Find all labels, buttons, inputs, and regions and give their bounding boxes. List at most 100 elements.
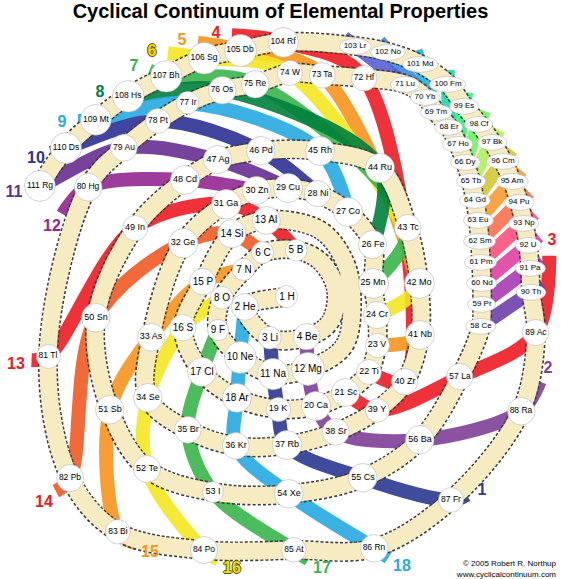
element-disc xyxy=(223,384,252,413)
element-label: 31 Ga xyxy=(214,199,239,209)
element-circle: 21 Sc xyxy=(331,378,360,407)
element-disc xyxy=(465,254,497,270)
element-circle: 5 B xyxy=(285,239,308,262)
element-disc xyxy=(273,431,302,460)
element-circle: 9 F xyxy=(207,319,229,341)
element-circle: 70 Yb xyxy=(410,89,441,106)
element-disc xyxy=(449,98,478,114)
element-disc xyxy=(36,344,60,368)
element-label: 95 Am xyxy=(501,177,524,186)
element-circle: 42 Mo xyxy=(404,268,435,299)
spiral-track-edge xyxy=(40,42,536,552)
element-disc xyxy=(274,174,303,203)
element-circle: 60 Nd xyxy=(466,275,497,292)
element-label: 65 Tb xyxy=(461,177,481,186)
element-disc xyxy=(211,287,234,310)
element-circle: 77 Ir xyxy=(176,91,199,114)
element-circle: 73 Ta xyxy=(309,62,336,89)
element-label: 16 S xyxy=(173,322,194,333)
element-disc xyxy=(443,136,473,152)
element-disc xyxy=(466,318,496,334)
element-label: 78 Pt xyxy=(148,116,168,125)
element-circle: 13 Al xyxy=(252,206,281,235)
element-disc xyxy=(435,119,463,135)
element-label: 8 O xyxy=(214,292,230,303)
element-disc xyxy=(351,65,376,90)
element-disc xyxy=(275,480,304,509)
element-disc xyxy=(496,173,528,189)
element-circle: 104 Rf xyxy=(268,27,299,58)
element-disc xyxy=(190,536,217,563)
element-label: 20 Ca xyxy=(304,401,328,411)
element-disc xyxy=(278,61,303,86)
element-circle: 36 Kr xyxy=(222,432,250,460)
element-label: 39 Y xyxy=(368,405,386,415)
element-label: 93 Np xyxy=(513,219,534,228)
element-label: 11 Na xyxy=(260,368,286,379)
element-disc xyxy=(208,76,236,104)
element-disc xyxy=(224,34,256,66)
element-disc xyxy=(252,242,274,264)
element-disc xyxy=(366,154,395,183)
element-disc xyxy=(359,231,387,259)
element-disc xyxy=(137,323,165,351)
element-label: 81 Tl xyxy=(39,351,58,360)
element-circle: 97 Bk xyxy=(477,134,507,151)
element-disc xyxy=(515,260,545,276)
element-label: 21 Sc xyxy=(334,388,357,398)
element-circle: 54 Xe xyxy=(274,479,304,509)
element-circle: 105 Db xyxy=(224,34,257,67)
element-circle: 57 La xyxy=(446,363,473,390)
element-disc xyxy=(74,173,102,201)
element-disc xyxy=(392,369,418,395)
element-disc xyxy=(247,137,276,166)
element-disc xyxy=(468,296,496,312)
element-label: 50 Sn xyxy=(84,313,108,323)
element-label: 82 Pb xyxy=(59,473,81,482)
element-label: 67 Ho xyxy=(447,140,468,149)
element-label: 104 Rf xyxy=(270,37,295,46)
element-label: 106 Sg xyxy=(191,53,218,62)
element-disc xyxy=(150,60,182,92)
element-circle: 75 Re xyxy=(241,70,270,99)
element-label: 71 Lu xyxy=(395,80,415,89)
element-circle: 86 Rn xyxy=(360,534,389,563)
element-disc xyxy=(358,268,388,298)
element-disc xyxy=(190,269,216,295)
element-disc xyxy=(134,456,161,483)
group-number: 12 xyxy=(43,217,61,235)
element-disc xyxy=(252,206,280,234)
title: Cyclical Continuum of Elemental Properti… xyxy=(73,0,489,22)
element-circle: 79 Au xyxy=(110,134,138,162)
element-disc xyxy=(365,398,389,422)
group-number: 13 xyxy=(7,355,25,373)
element-disc xyxy=(203,482,224,503)
element-disc xyxy=(233,259,255,281)
element-circle: 81 Tl xyxy=(36,344,61,369)
element-circle: 96 Cm xyxy=(486,153,520,170)
element-circle: 90 Th xyxy=(516,284,546,301)
element-label: 36 Kr xyxy=(225,441,247,451)
credit-note: www.cyclicalcontinuum.com xyxy=(457,571,556,579)
element-disc xyxy=(420,104,452,120)
element-disc xyxy=(106,520,131,545)
element-disc xyxy=(211,189,240,218)
element-label: 102 No xyxy=(375,48,401,57)
element-disc xyxy=(439,488,464,513)
element-disc xyxy=(146,109,171,134)
element-disc xyxy=(218,220,246,248)
element-disc xyxy=(465,116,493,132)
element-label: 14 Si xyxy=(221,228,244,239)
element-label: 85 At xyxy=(284,545,303,554)
element-circle: 25 Mn xyxy=(358,268,389,299)
element-disc xyxy=(223,433,250,460)
element-circle: 94 Pu xyxy=(504,194,535,211)
element-disc xyxy=(306,137,335,166)
element-disc xyxy=(259,327,282,350)
element-circle: 85 At xyxy=(281,537,307,563)
element-disc xyxy=(477,134,506,150)
element-label: 64 Gd xyxy=(464,196,486,205)
element-circle: 39 Y xyxy=(365,398,390,423)
element-disc xyxy=(360,534,388,562)
element-circle: 91 Pa xyxy=(515,260,546,277)
